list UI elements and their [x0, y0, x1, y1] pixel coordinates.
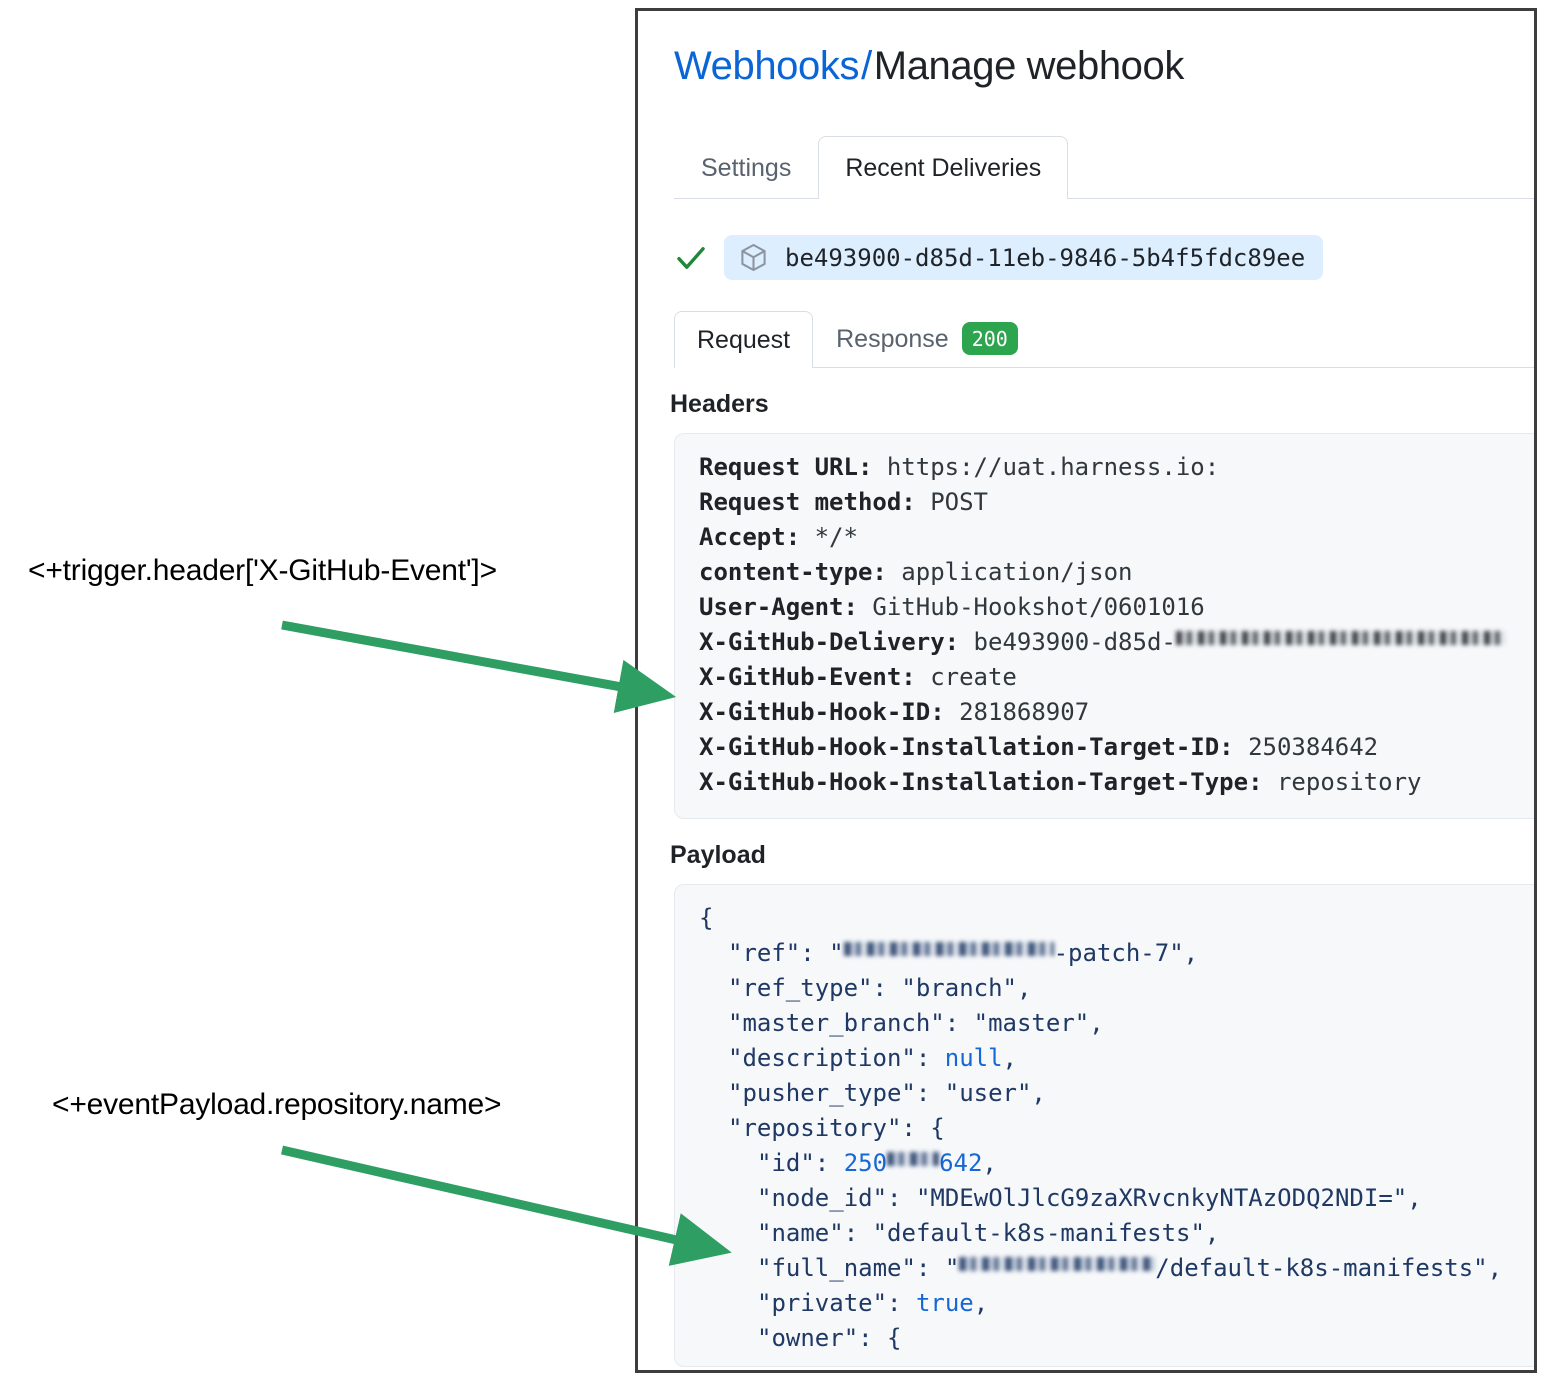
payload-token: "master_branch": "master", [728, 1009, 1104, 1037]
payload-line: "ref_type": "branch", [699, 971, 1534, 1006]
payload-line: { [699, 901, 1534, 936]
delivery-chip[interactable]: be493900-d85d-11eb-9846-5b4f5fdc89ee [724, 235, 1324, 280]
redacted-text [843, 937, 1054, 961]
delivery-id: be493900-d85d-11eb-9846-5b4f5fdc89ee [785, 243, 1306, 272]
payload-line: "description": null, [699, 1041, 1534, 1076]
payload-token: "id": [757, 1149, 844, 1177]
payload-token: 642 [939, 1149, 983, 1177]
header-key: Request URL: [699, 453, 887, 481]
payload-line: "id": 250 642, [699, 1146, 1534, 1181]
tab-settings[interactable]: Settings [701, 154, 792, 182]
header-key: User-Agent: [699, 593, 873, 621]
header-value: */* [814, 523, 858, 551]
header-key: Accept: [699, 523, 815, 551]
headers-code-block: Request URL: https://uat.harness.io:Requ… [674, 433, 1534, 819]
redacted-text [887, 1147, 940, 1171]
page-title: Webhooks/Manage webhook [674, 41, 1534, 91]
header-key: X-GitHub-Hook-Installation-Target-ID: [699, 733, 1249, 761]
payload-line: "ref": " -patch-7", [699, 936, 1534, 971]
webhook-tabnav: Settings Recent Deliveries [638, 123, 1534, 200]
tab-request[interactable]: Request [674, 311, 814, 369]
payload-token: { [699, 904, 714, 932]
redacted-text [1175, 626, 1506, 650]
payload-line: "node_id": "MDEwOlJlcG9zaXRvcnkyNTAzODQ2… [699, 1181, 1534, 1216]
redacted-text [959, 1252, 1156, 1276]
header-value: 250384642 [1248, 733, 1379, 761]
payload-token: /default-k8s-manifests", [1155, 1254, 1503, 1282]
tab-recent-deliveries[interactable]: Recent Deliveries [818, 136, 1069, 200]
header-row: X-GitHub-Event: create [699, 660, 1534, 695]
manage-webhook-card: Webhooks/Manage webhook Settings Recent … [635, 8, 1537, 1373]
header-value: application/json [901, 558, 1133, 586]
header-value: repository [1276, 768, 1422, 796]
annotation-label-event-payload: <+eventPayload.repository.name> [52, 1088, 502, 1121]
header-value: GitHub-Hookshot/0601016 [872, 593, 1205, 621]
payload-line: "master_branch": "master", [699, 1006, 1534, 1041]
payload-token: null [944, 1044, 1003, 1072]
header-row: X-GitHub-Hook-Installation-Target-Type: … [699, 765, 1534, 800]
header-key: content-type: [699, 558, 902, 586]
header-row: Request method: POST [699, 485, 1534, 520]
header-row: Request URL: https://uat.harness.io: [699, 450, 1534, 485]
payload-token: "node_id": "MDEwOlJlcG9zaXRvcnkyNTAzODQ2… [757, 1184, 1422, 1212]
breadcrumb-link-webhooks[interactable]: Webhooks [674, 44, 860, 88]
payload-code-block: { "ref": " -patch-7", "ref_type": "branch",… [674, 884, 1534, 1367]
payload-line: "owner": { [699, 1321, 1534, 1356]
payload-token: "full_name": " [757, 1254, 960, 1282]
tabnav-divider [674, 198, 1534, 199]
header-key: X-GitHub-Hook-ID: [699, 698, 960, 726]
payload-line: "full_name": " /default-k8s-manifests", [699, 1251, 1534, 1286]
header-row: User-Agent: GitHub-Hookshot/0601016 [699, 590, 1534, 625]
payload-token: "repository": { [728, 1114, 945, 1142]
payload-token: "ref": " [728, 939, 844, 967]
annotation-arrow-1 [281, 620, 677, 714]
header-value: POST [930, 488, 988, 516]
header-value: create [930, 663, 1017, 691]
payload-token: "owner": { [757, 1324, 902, 1352]
subtabnav-divider [674, 367, 1534, 368]
header-key: Request method: [699, 488, 931, 516]
delivery-subtabnav: Request Response 200 [638, 304, 1534, 369]
payload-token: "pusher_type": "user", [728, 1079, 1046, 1107]
breadcrumb-current: Manage webhook [873, 44, 1185, 88]
payload-line: "repository": { [699, 1111, 1534, 1146]
header-key: X-GitHub-Event: [699, 663, 931, 691]
header-value: https://uat.harness.io: [886, 453, 1220, 481]
header-row: X-GitHub-Delivery: be493900-d85d- [699, 625, 1534, 660]
breadcrumb-separator: / [861, 44, 872, 88]
annotation-label-trigger-header: <+trigger.header['X-GitHub-Event']> [28, 554, 497, 587]
payload-token: true [915, 1289, 974, 1317]
header-row: Accept: */* [699, 520, 1534, 555]
payload-label: Payload [670, 841, 766, 869]
payload-token: -patch-7", [1053, 939, 1199, 967]
payload-token: , [973, 1289, 989, 1317]
header-row: X-GitHub-Hook-ID: 281868907 [699, 695, 1534, 730]
payload-token: 250 [843, 1149, 888, 1177]
header-key: X-GitHub-Hook-Installation-Target-Type: [699, 768, 1277, 796]
delivery-row[interactable]: be493900-d85d-11eb-9846-5b4f5fdc89ee [674, 235, 1534, 280]
status-badge: 200 [961, 322, 1018, 355]
tab-response[interactable]: Response 200 [813, 308, 1041, 368]
header-value: 281868907 [959, 698, 1090, 726]
header-key: X-GitHub-Delivery: [699, 628, 974, 656]
payload-token: , [982, 1149, 997, 1177]
headers-label: Headers [670, 390, 769, 418]
annotation-arrow-2 [280, 1145, 732, 1266]
check-icon [674, 241, 708, 275]
payload-token: , [1002, 1044, 1017, 1072]
payload-token: "ref_type": "branch", [728, 974, 1032, 1002]
header-value: be493900-d85d- [973, 628, 1176, 656]
payload-line: "private": true, [699, 1286, 1534, 1321]
payload-token: "private": [757, 1289, 916, 1317]
payload-line: "name": "default-k8s-manifests", [699, 1216, 1534, 1251]
tab-request-label: Request [697, 326, 791, 354]
header-row: X-GitHub-Hook-Installation-Target-ID: 25… [699, 730, 1534, 765]
payload-line: "pusher_type": "user", [699, 1076, 1534, 1111]
tab-response-label: Response [836, 324, 949, 353]
payload-token: "name": "default-k8s-manifests", [757, 1219, 1220, 1247]
header-row: content-type: application/json [699, 555, 1534, 590]
package-icon [738, 242, 769, 273]
payload-token: "description": [728, 1044, 945, 1072]
